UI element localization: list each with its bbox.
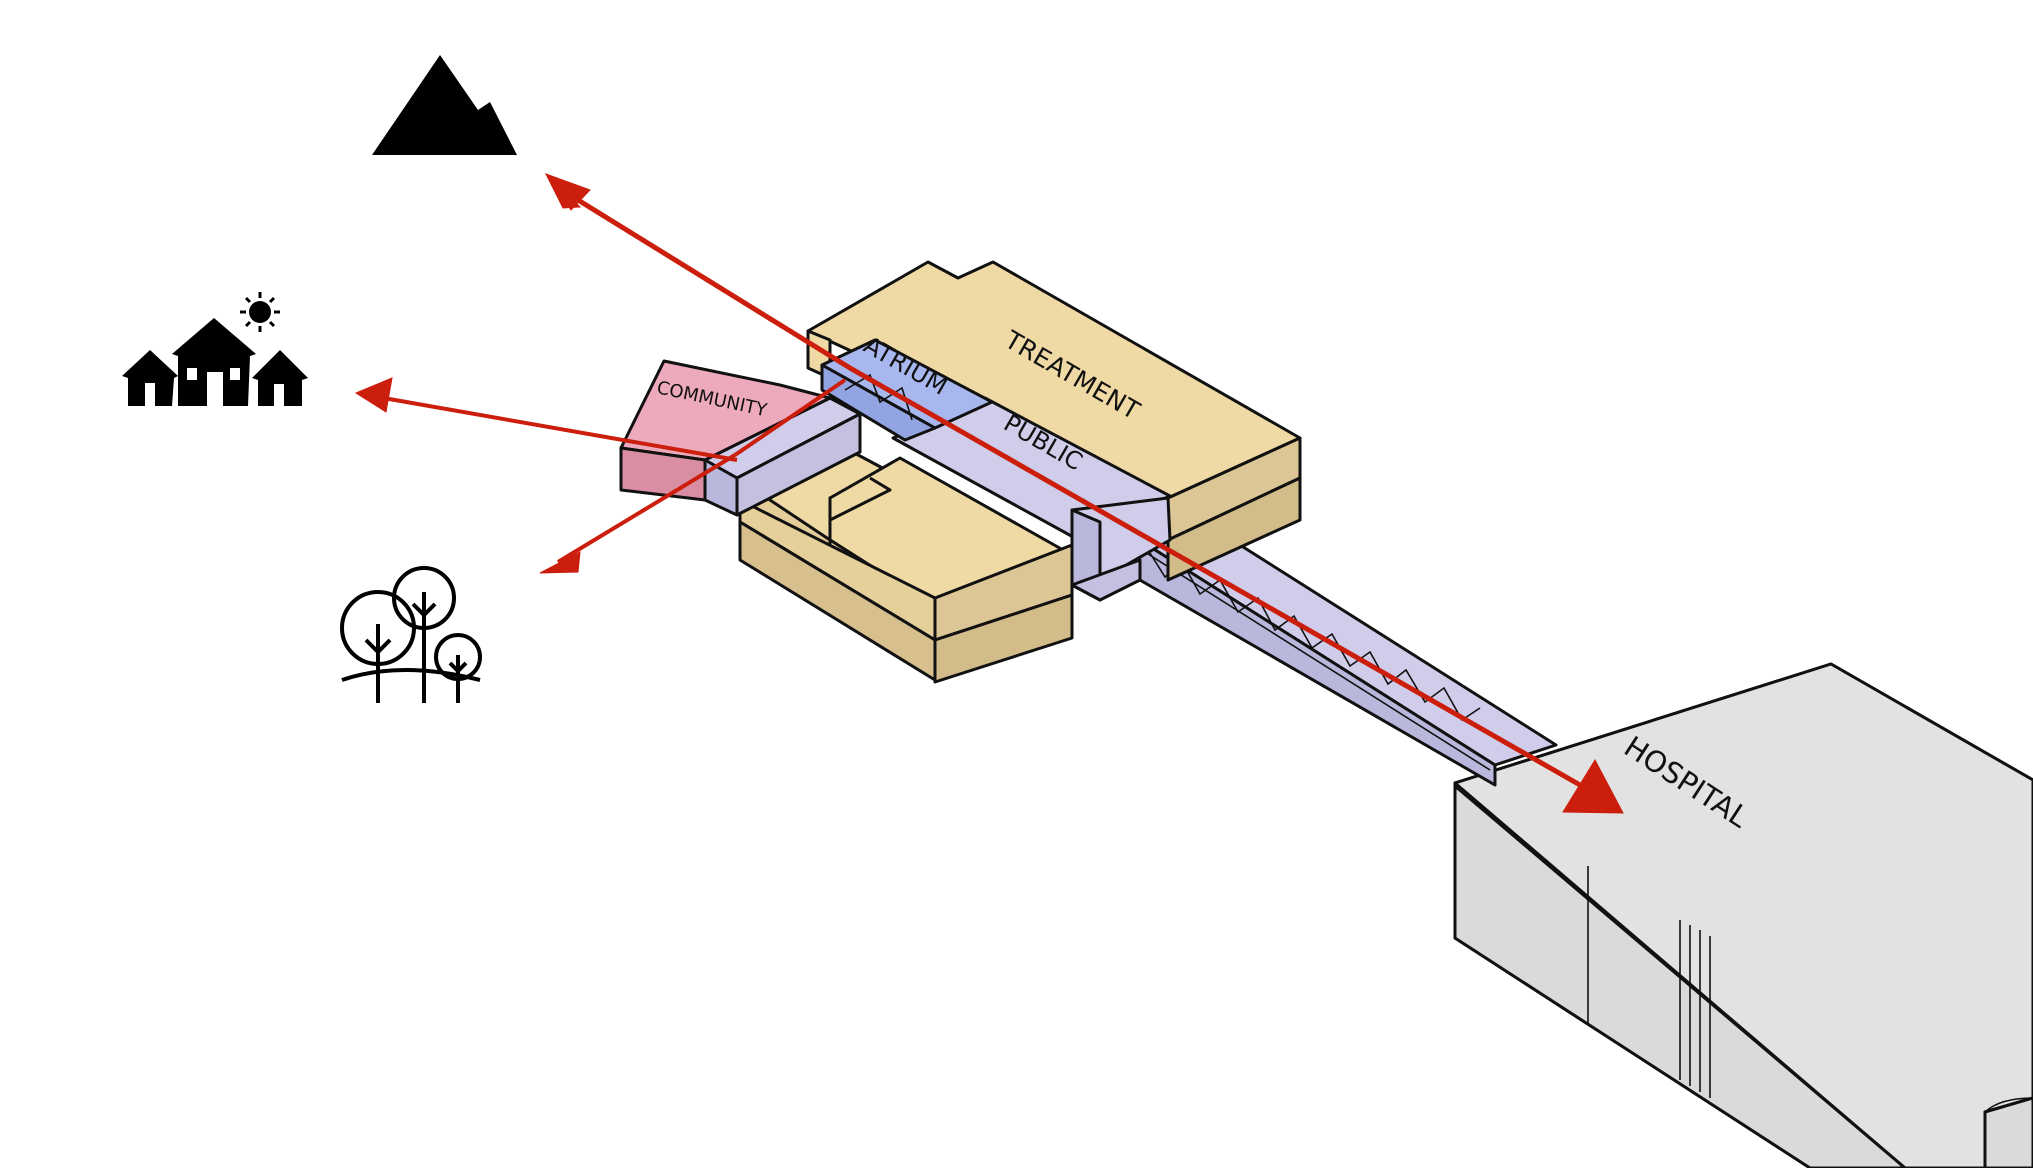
trees-icon [340,566,482,703]
treatment-building: TREATMENT ATRIUM PUBLIC [703,260,1302,684]
hospital-arrowhead [1562,758,1624,814]
trees-arrow [556,453,737,564]
connection-arrows [354,172,1624,814]
main-axis-arrow [555,184,1582,788]
houses-sun-icon [122,292,308,406]
houses-arrow [371,394,738,462]
mountain-icon [372,55,517,155]
